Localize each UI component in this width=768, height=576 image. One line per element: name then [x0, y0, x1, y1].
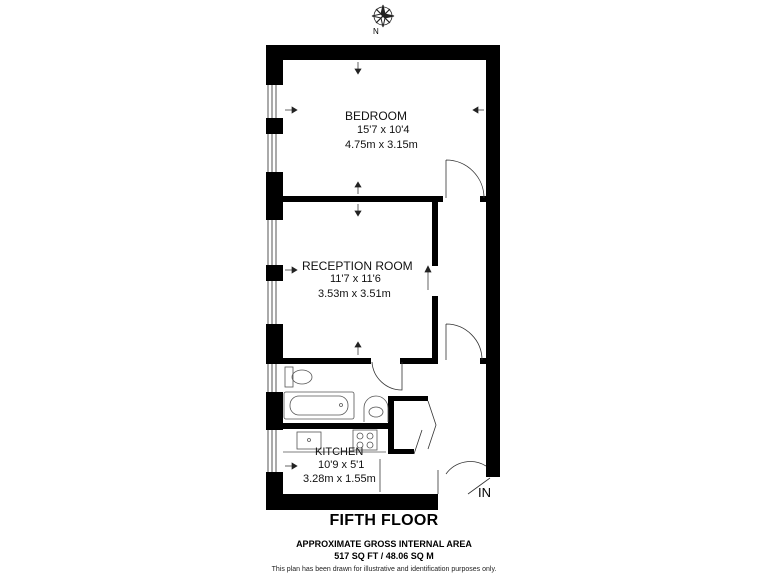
windows	[267, 85, 277, 472]
area-values: 517 SQ FT / 48.06 SQ M	[334, 551, 434, 561]
cupboard-door	[413, 400, 437, 455]
kitchen-imperial-dims: 10'9 x 5'1	[318, 459, 365, 471]
kitchen-fixtures	[283, 429, 386, 453]
top-wall	[266, 45, 500, 60]
bedroom-name: BEDROOM	[345, 109, 408, 123]
reception-bath-wall	[283, 358, 371, 364]
left-wall-segment-1	[266, 45, 283, 85]
bedroom-door	[445, 159, 485, 199]
bathroom-fixtures	[283, 366, 389, 422]
exterior-walls	[266, 45, 500, 510]
compass-north-label: N	[373, 27, 379, 36]
dimension-markers	[285, 62, 484, 492]
bedroom-metric-dims: 4.75m x 3.15m	[345, 139, 418, 151]
reception-door	[445, 323, 483, 361]
toilet	[284, 366, 313, 388]
disclaimer-text: This plan has been drawn for illustrativ…	[271, 566, 497, 573]
bedroom-imperial-dims: 15'7 x 10'4	[357, 124, 410, 136]
washbasin	[363, 395, 389, 422]
kitchen-sink	[296, 431, 322, 450]
left-wall-segment-5	[266, 324, 283, 364]
doors	[371, 159, 491, 495]
reception-room-imperial-dims: 11'7 x 11'6	[330, 273, 381, 285]
bathroom-door	[371, 361, 403, 391]
area-title: APPROXIMATE GROSS INTERNAL AREA	[296, 539, 472, 549]
left-wall-segment-6	[266, 392, 283, 430]
floor-title: FIFTH FLOOR	[329, 512, 439, 529]
reception-room-name: RECEPTION ROOM	[302, 259, 413, 273]
reception-room-metric-dims: 3.53m x 3.51m	[318, 288, 391, 300]
interior-walls	[283, 196, 488, 454]
left-wall-segment-4	[266, 265, 283, 281]
reception-hall-wall-upper	[432, 196, 438, 266]
cupboard-top	[388, 396, 428, 401]
bedroom-reception-wall	[283, 196, 443, 202]
kitchen-name: KITCHEN	[315, 446, 364, 458]
reception-hall-wall-lower	[432, 296, 438, 361]
cupboard-bottom	[388, 449, 414, 454]
bath-kitchen-wall	[283, 423, 388, 429]
bottom-wall	[266, 494, 438, 510]
cupboard-left	[388, 396, 394, 454]
entrance-door	[445, 461, 491, 495]
entry-label: IN	[478, 485, 491, 500]
left-wall-segment-3	[266, 172, 283, 220]
right-wall	[486, 45, 500, 477]
left-wall-segment-2	[266, 118, 283, 134]
hob	[352, 429, 378, 451]
bathtub	[283, 391, 355, 420]
compass-rose-icon	[371, 4, 395, 28]
kitchen-metric-dims: 3.28m x 1.55m	[303, 473, 376, 485]
